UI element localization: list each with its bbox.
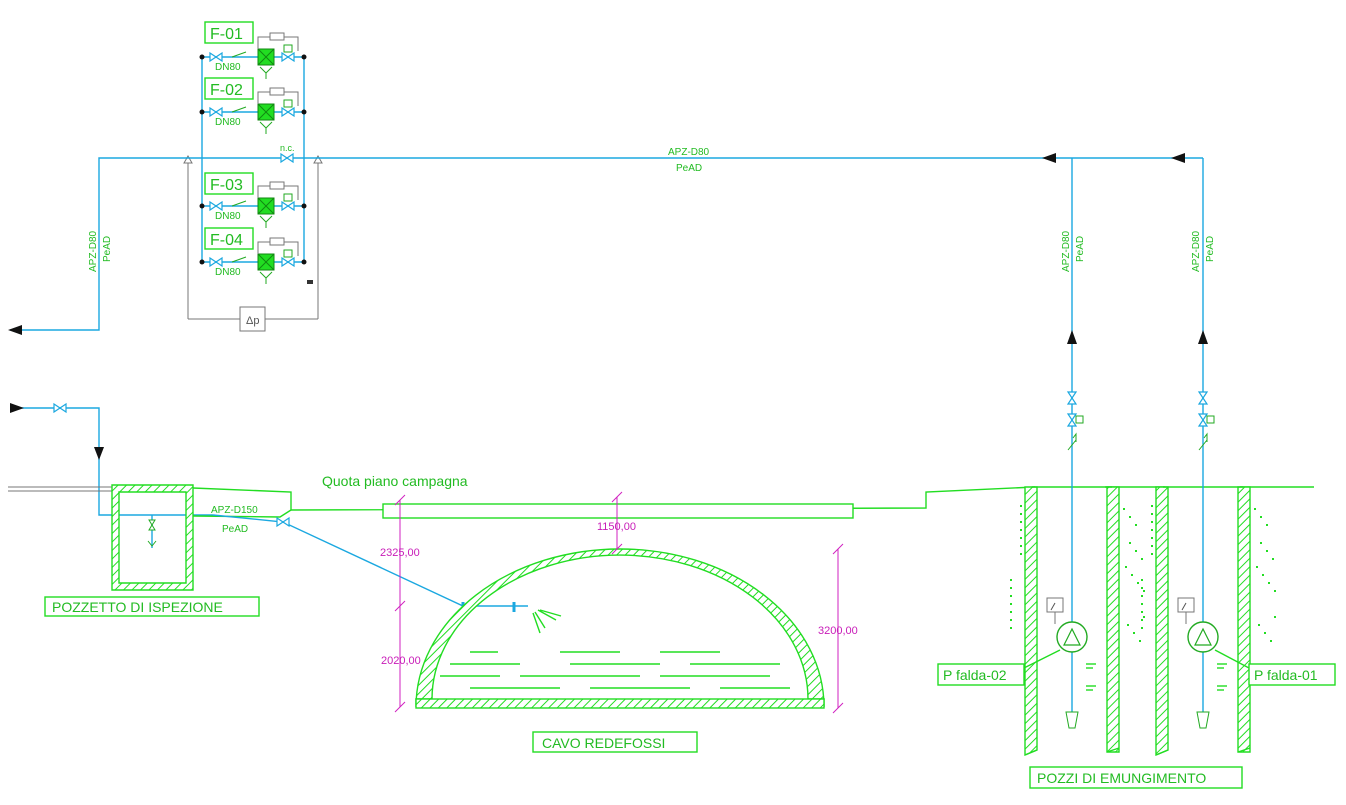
- inspection-pit: POZZETTO DI ISPEZIONE: [8, 484, 260, 617]
- well-pipe-2-code: APZ-D80: [1061, 230, 1072, 272]
- filter-dn-3: DN80: [215, 211, 241, 222]
- pump-2-label: P falda-02: [943, 667, 1007, 683]
- filter-row-1: [199, 32, 307, 79]
- dimensions: 2325,00 2020,00 1150,00 3200,00: [380, 491, 858, 714]
- dp-label: Δp: [246, 315, 259, 327]
- outlet-valve: [281, 52, 295, 62]
- discharge-pipe-material: PeAD: [222, 524, 248, 535]
- dim-2325: 2325,00: [380, 547, 420, 559]
- dim-3200: 3200,00: [818, 625, 858, 637]
- main-pipe-material: PeAD: [676, 163, 702, 174]
- inspection-pit-label: POZZETTO DI ISPEZIONE: [52, 599, 223, 615]
- main-pipeline: APZ-D80 PeAD APZ-D80 PeAD: [8, 147, 1203, 335]
- inlet-valve: [209, 107, 223, 117]
- filter-row-4: [199, 237, 307, 284]
- outlet-valve: [281, 201, 295, 211]
- discharge-pipe-code: APZ-D150: [211, 505, 258, 516]
- filter-row-3: [199, 181, 307, 228]
- ground-level-label: Quota piano campagna: [322, 473, 468, 489]
- outlet-pipe-code: APZ-D80: [88, 230, 99, 272]
- well-pipe-2-material: PeAD: [1075, 236, 1086, 262]
- filter-tag-3: F-03: [210, 177, 243, 194]
- filter-tag-1: F-01: [210, 26, 243, 43]
- bypass-valve: [280, 153, 294, 163]
- filter-battery: Δp n.c.: [183, 32, 323, 332]
- filter-cartridge: [257, 48, 275, 66]
- filter-dn-1: DN80: [215, 62, 241, 73]
- canal-label: CAVO REDEFOSSI: [542, 735, 665, 751]
- dim-2020: 2020,00: [381, 655, 421, 667]
- main-pipe-code: APZ-D80: [668, 147, 710, 158]
- outlet-valve: [281, 107, 295, 117]
- bypass-valve-label: n.c.: [280, 143, 295, 153]
- dim-1150: 1150,00: [597, 521, 636, 533]
- pump-1-label: P falda-01: [1254, 667, 1318, 683]
- filter-tag-2: F-02: [210, 82, 243, 99]
- inlet-line: [10, 403, 213, 516]
- wells-label: POZZI DI EMUNGIMENTO: [1037, 770, 1206, 786]
- well-1: [1010, 158, 1145, 757]
- inlet-valve: [209, 257, 223, 267]
- outlet-pipe-material: PeAD: [102, 236, 113, 262]
- filter-cartridge: [257, 197, 275, 215]
- well-pipe-1-code: APZ-D80: [1191, 230, 1202, 272]
- filter-tag-4: F-04: [210, 232, 243, 249]
- differential-pressure-gauge: [239, 306, 266, 332]
- inlet-valve: [209, 52, 223, 62]
- discharge-pipe: APZ-D150 PeAD: [211, 505, 562, 634]
- filter-dn-2: DN80: [215, 117, 241, 128]
- extraction-wells: [1010, 158, 1276, 757]
- filter-cartridge: [257, 253, 275, 271]
- filter-cartridge: [257, 103, 275, 121]
- canal-section: CAVO REDEFOSSI: [415, 548, 825, 753]
- well-2: [1141, 158, 1276, 757]
- inlet-valve: [209, 201, 223, 211]
- outlet-valve: [281, 257, 295, 267]
- well-pipe-1-material: PeAD: [1205, 236, 1216, 262]
- filter-dn-4: DN80: [215, 267, 241, 278]
- filter-row-2: [199, 87, 307, 134]
- ground-section: Quota piano campagna: [192, 473, 1314, 519]
